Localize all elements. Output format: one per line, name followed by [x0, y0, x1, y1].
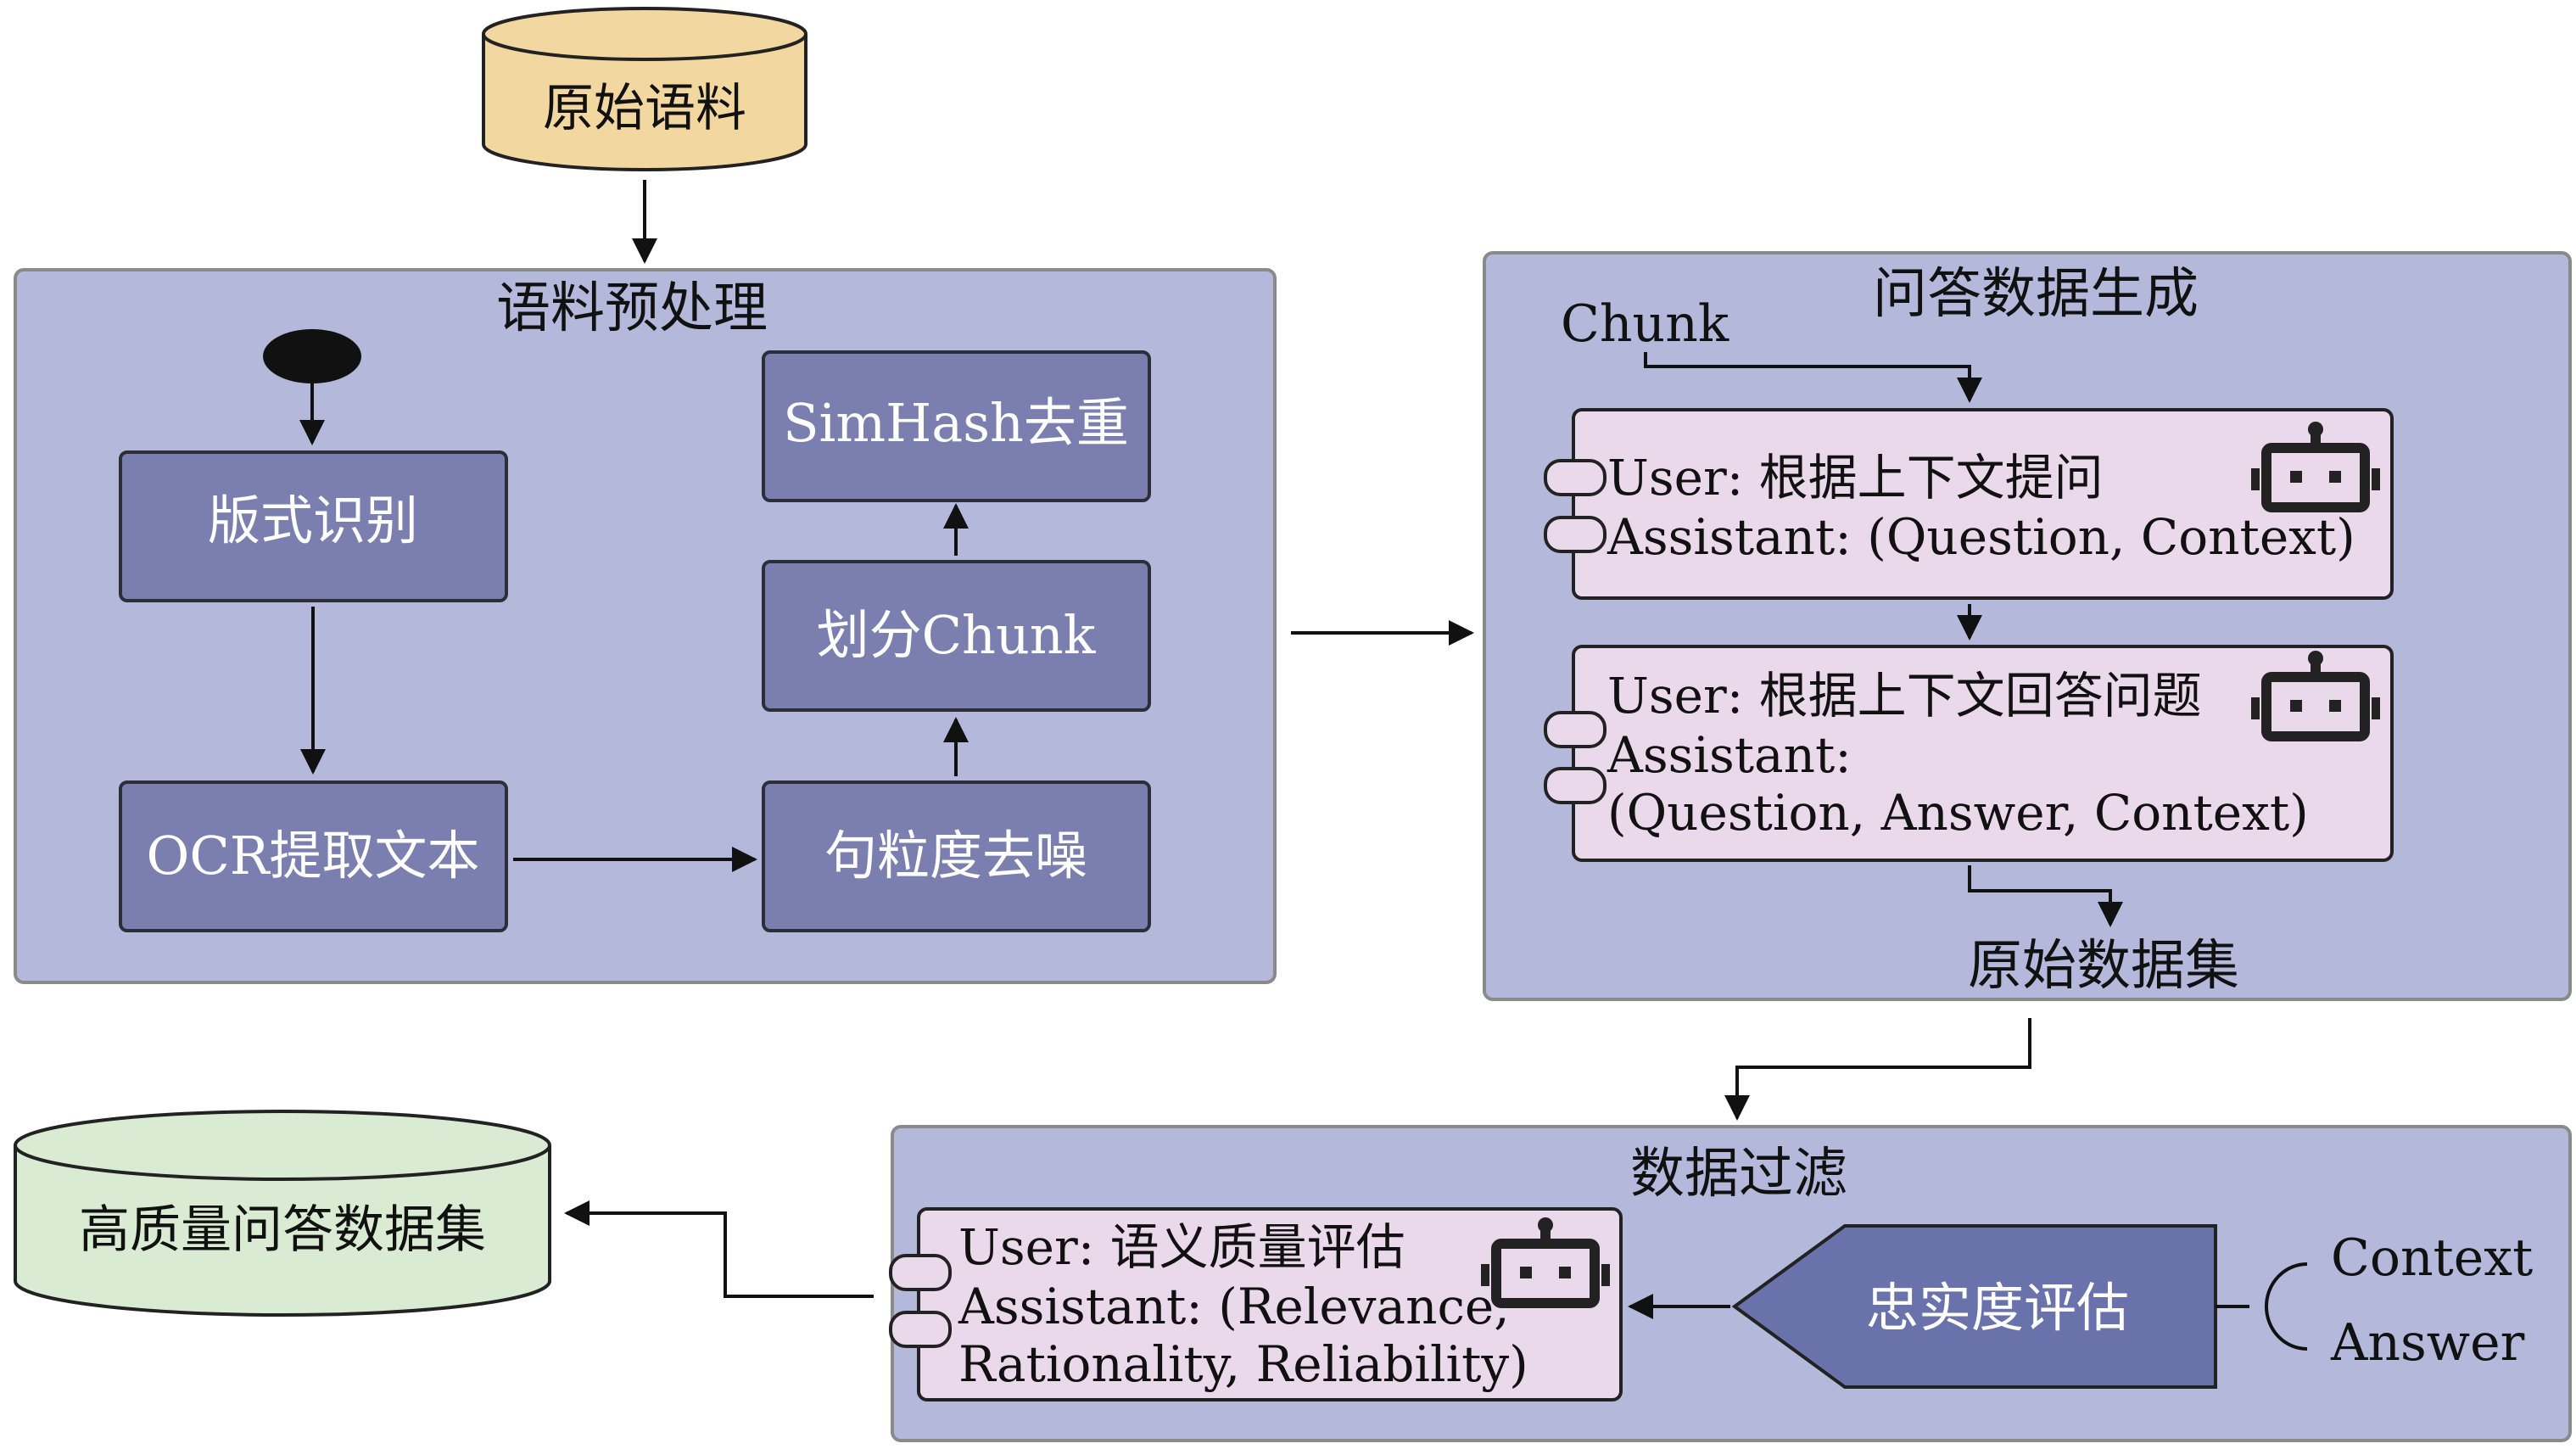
- port-icon: [1544, 459, 1607, 496]
- qa-input-chunk: Chunk: [1561, 294, 1729, 354]
- qa-prompt-question: User: 根据上下文提问 Assistant: (Question, Cont…: [1544, 408, 2394, 600]
- port-icon: [1544, 711, 1607, 748]
- filter-title: 数据过滤: [1630, 1143, 1847, 1206]
- arrow-filter-to-output: [564, 1200, 874, 1298]
- input-connector: [2216, 1262, 2308, 1351]
- prompt2-user: User: 根据上下文回答问题: [1607, 667, 2202, 724]
- port-icon: [889, 1254, 952, 1291]
- filter-prompt-assistant-cont: Rationality, Reliability): [958, 1335, 1528, 1393]
- filter-input-context: Context: [2331, 1228, 2533, 1288]
- prompt1-assistant: Assistant: (Question, Context): [1607, 508, 2355, 566]
- start-node: [263, 329, 361, 383]
- port-icon: [889, 1311, 952, 1348]
- prompt2-assistant-cont: (Question, Answer, Context): [1607, 784, 2309, 842]
- step-chunk-label: 划分Chunk: [817, 604, 1096, 666]
- output-cylinder: 高质量问答数据集: [14, 1110, 551, 1317]
- step-ocr: OCR提取文本: [119, 780, 508, 932]
- robot-icon: [1481, 1217, 1610, 1308]
- step-denoise: 句粒度去噪: [762, 780, 1151, 932]
- prompt2-assistant: Assistant:: [1607, 726, 1852, 784]
- faithfulness-evaluation: 忠实度评估: [1731, 1224, 2217, 1389]
- step-layout: 版式识别: [119, 450, 508, 602]
- corpus-label: 原始语料: [543, 79, 746, 138]
- port-icon: [1544, 767, 1607, 804]
- qa-prompt-answer: User: 根据上下文回答问题 Assistant: (Question, An…: [1544, 645, 2394, 862]
- robot-icon: [2251, 422, 2380, 512]
- faithfulness-label: 忠实度评估: [1866, 1277, 2129, 1339]
- step-dedup: SimHash去重: [762, 350, 1151, 502]
- arrow-qa-to-filter: [1724, 1018, 2031, 1121]
- robot-icon: [2251, 651, 2380, 741]
- corpus-cylinder: 原始语料: [482, 7, 807, 171]
- filter-input-answer: Answer: [2330, 1313, 2525, 1373]
- step-chunk: 划分Chunk: [762, 560, 1151, 712]
- filter-prompt-quality: User: 语义质量评估 Assistant: (Relevance, Rati…: [889, 1207, 1623, 1401]
- step-dedup-label: SimHash去重: [783, 392, 1129, 454]
- step-denoise-label: 句粒度去噪: [824, 825, 1087, 887]
- prompt1-user: User: 根据上下文提问: [1607, 449, 2104, 506]
- qa-title: 问答数据生成: [1873, 263, 2199, 326]
- qa-generation-panel: 问答数据生成 Chunk User: 根据上下文提问 Assistant: (Q…: [1483, 251, 2572, 1001]
- output-label: 高质量问答数据集: [79, 1200, 486, 1260]
- filter-prompt-assistant: Assistant: (Relevance,: [958, 1278, 1510, 1335]
- qa-output-dataset: 原始数据集: [1968, 935, 2239, 998]
- step-layout-label: 版式识别: [208, 490, 418, 551]
- preprocess-title: 语料预处理: [496, 277, 768, 340]
- preprocess-panel: 语料预处理 版式识别 OCR提取文本 句粒度去噪 划分Chunk SimHash…: [14, 268, 1277, 984]
- filter-prompt-user: User: 语义质量评估: [958, 1218, 1405, 1276]
- port-icon: [1544, 516, 1607, 553]
- filter-panel: 数据过滤 User: 语义质量评估 Assistant: (Relevance,…: [889, 1125, 2572, 1442]
- step-ocr-label: OCR提取文本: [147, 825, 480, 887]
